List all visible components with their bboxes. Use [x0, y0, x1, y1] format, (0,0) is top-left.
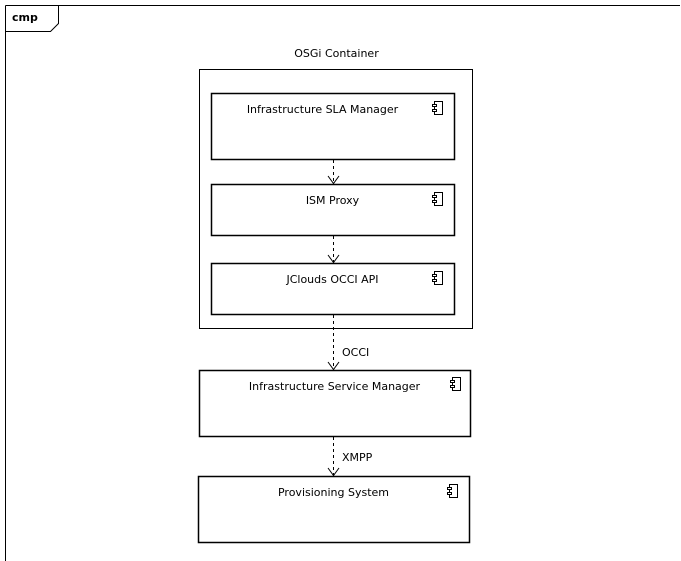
- osgi-container-label: OSGi Container: [294, 47, 379, 60]
- dependency-sla-proxy: [327, 160, 340, 185]
- dependency-proxy-jclouds: [327, 236, 340, 264]
- dependency-ism-prov: [327, 437, 340, 477]
- frame-tag-box: [5, 5, 59, 32]
- component-label-jclouds: JClouds OCCI API: [286, 273, 379, 286]
- component-sla: [210, 92, 456, 161]
- frame-tag-label: cmp: [12, 11, 38, 24]
- component-icon: [432, 271, 443, 285]
- component-icon: [447, 484, 458, 498]
- component-icon: [432, 192, 443, 206]
- component-icon: [432, 101, 443, 115]
- component-icon: [450, 377, 461, 391]
- component-label-prov: Provisioning System: [277, 486, 390, 499]
- component-label-sla: Infrastructure SLA Manager: [246, 103, 399, 116]
- component-jclouds: [210, 262, 456, 316]
- dependency-label-occi: OCCI: [342, 346, 370, 359]
- component-prov: [197, 475, 471, 544]
- osgi-container-box: [199, 69, 473, 329]
- component-ism: [198, 369, 472, 438]
- component-proxy: [210, 183, 456, 237]
- dependency-jclouds-ism: [327, 315, 340, 371]
- dependency-label-xmpp: XMPP: [342, 451, 373, 464]
- component-label-ism: Infrastructure Service Manager: [248, 380, 421, 393]
- frame: [5, 5, 680, 561]
- component-label-proxy: ISM Proxy: [305, 194, 360, 207]
